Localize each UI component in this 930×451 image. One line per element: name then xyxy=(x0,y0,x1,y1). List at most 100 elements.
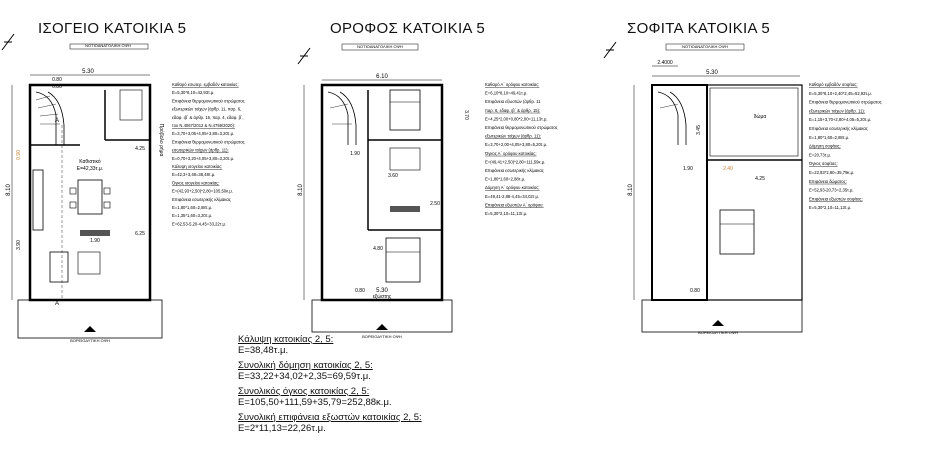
outer-wall xyxy=(28,83,152,302)
svg-text:3.70: 3.70 xyxy=(463,110,469,120)
staircase xyxy=(35,91,65,145)
note-line: Ε=1,80*1,60=2,88τ.μ. xyxy=(485,177,525,182)
note-line: Ε=3,70+2,00+4,05+3,80=5,20τ.μ. xyxy=(485,142,547,147)
balcony xyxy=(311,299,453,333)
note-line: Ε=(42,93+2,50)*2,80=105,50κ.μ. xyxy=(172,189,233,194)
svg-text:0.80: 0.80 xyxy=(52,84,62,90)
note-line: Ε=49,41-2,88-4,45=34,02τ.μ. xyxy=(485,194,539,199)
note-line: Ε=5,30*8,10+2,40*2,45=52,93τ.μ. xyxy=(809,91,872,96)
terrace xyxy=(17,299,163,339)
section-mark-bottom: A xyxy=(55,301,59,307)
summary: Κάλυψη κατοικίας 2, 5: Ε=38,48τ.μ. Συνολ… xyxy=(238,334,422,438)
dim-top: 6.10 xyxy=(376,74,388,80)
attic-plan: ΝΟΤΙΟΑΝΑΤΟΛΙΚΗ ΟΨΗ 2.4000 5.30 δώμα 3.45… xyxy=(603,41,803,335)
terrace-label: δώμα xyxy=(754,113,767,120)
note-line: Δόμηση Α΄ ορόφου κατοικίας: xyxy=(485,185,540,190)
dim-top-left: 2.4000 xyxy=(657,60,673,66)
svg-text:ΒΟΡΕΙΟΔΥΤΙΚΗ ΟΨΗ: ΒΟΡΕΙΟΔΥΤΙΚΗ ΟΨΗ xyxy=(362,334,402,339)
svg-text:4.25: 4.25 xyxy=(755,176,765,182)
attic-title: ΣΟΦΙΤΑ ΚΑΤΟΙΚΙΑ 5 xyxy=(627,20,771,37)
svg-text:ΒΟΡΕΙΟΔΥΤΙΚΗ ΟΨΗ: ΒΟΡΕΙΟΔΥΤΙΚΗ ΟΨΗ xyxy=(698,330,738,335)
note-line: Επιφάνεια θερμομονωτικού στρώματος xyxy=(172,98,245,103)
sofa xyxy=(49,251,101,283)
note-line: Ε=52,93-20,73=2,35τ.μ. xyxy=(809,188,854,193)
svg-text:ΒΟΡΕΙΟΔΥΤΙΚΗ ΟΨΗ: ΒΟΡΕΙΟΔΥΤΙΚΗ ΟΨΗ xyxy=(70,338,110,343)
svg-text:ΝΟΤΙΟΑΝΑΤΟΛΙΚΗ ΟΨΗ: ΝΟΤΙΟΑΝΑΤΟΛΙΚΗ ΟΨΗ xyxy=(357,44,403,49)
note-line: Ε=5,30*2,10=11,13τ.μ. xyxy=(485,211,527,216)
note-line: Ε=62,53-5,20-4,45=33,22τ.μ. xyxy=(172,221,226,226)
svg-text:1.90: 1.90 xyxy=(90,238,100,244)
north-view-label: ΝΟΤΙΟΑΝΑΤΟΛΙΚΗ ΟΨΗ xyxy=(85,43,131,48)
summary-balconies: Συνολική επιφάνεια εξωστών κατοικίας 2, … xyxy=(238,412,422,434)
note-line: Ε=5,30*2,10=11,13τ.μ. xyxy=(809,205,851,210)
note-line: εξωτερικών τοίχων (άρθρ. 11): xyxy=(485,134,541,139)
south-view-marker: ΒΟΡΕΙΟΔΥΤΙΚΗ ΟΨΗ xyxy=(362,324,402,339)
note-line: Καθαρό εσωτερ. εμβαδόν κατοικίας: xyxy=(172,82,239,87)
note-line: Ε=22,93*2,80=35,79κ.μ. xyxy=(809,170,854,175)
note-line: παρ. 6, εδαφ. ιβ΄ & άρθρ. 15): xyxy=(485,108,540,113)
summary-coverage: Κάλυψη κατοικίας 2, 5: Ε=38,48τ.μ. xyxy=(238,334,334,356)
north-arrow-icon xyxy=(1,33,15,51)
note-line: του Ν.4067/2012 & Ν.4759/2020): xyxy=(172,123,235,128)
bed-top xyxy=(389,89,421,131)
balcony-label: εξώστης xyxy=(373,293,392,300)
svg-text:2.40: 2.40 xyxy=(723,166,733,172)
note-line: Ε=42,3+3,48=38,48τ.μ. xyxy=(172,172,215,177)
svg-text:1.90: 1.90 xyxy=(683,166,693,172)
svg-text:3.45: 3.45 xyxy=(696,125,702,135)
dim-side: 8.10 xyxy=(298,184,304,196)
note-line: εδαφ. ιβ΄ & άρθρ. 15, παρ. 4, εδαφ. β΄, xyxy=(172,115,244,120)
dim-side: 8.10 xyxy=(6,184,12,196)
svg-text:4.25: 4.25 xyxy=(135,146,145,152)
note-line: Όγκος σοφίτας: xyxy=(808,161,838,166)
note-line: Επιφάνεια δώματος: xyxy=(809,179,847,184)
ground-floor-title: ΙΣΟΓΕΙΟ ΚΑΤΟΙΚΙΑ 5 xyxy=(38,20,187,37)
kitchen-counter xyxy=(32,169,44,231)
room-label: Καθιστικό xyxy=(79,158,101,165)
dim-side: 8.10 xyxy=(628,184,634,196)
note-line: Επιφάνεια θερμομονωτικού στρώματος xyxy=(485,125,558,130)
note-line: Ε=(49,41+2,50)*2,80=111,59κ.μ. xyxy=(485,159,545,164)
upper-floor-plan: ΝΟΤΙΟΑΝΑΤΟΛΙΚΗ ΟΨΗ 6.10 3.70 3.60 1.90 4… xyxy=(297,43,469,339)
svg-text:3.60: 3.60 xyxy=(388,173,398,179)
attic-notes: Καθαρό εμβαδόν σοφίτας:Ε=5,30*8,10+2,40*… xyxy=(808,82,882,210)
dim-bottom: 5.30 xyxy=(376,288,388,294)
side-label: Πρόβολο ρήμα xyxy=(158,124,165,157)
note-line: Επιφάνεια εσωτερικής κλίμακας xyxy=(172,197,231,202)
note-line: Ε=3,70+3,05+4,05+3,80=3,20τ.μ. xyxy=(172,131,234,136)
note-line: Κάλυψη ισογείου κατοικίας: xyxy=(172,164,222,169)
note-line: εξωτερικών τοίχων (άρθρ. 11, παρ. 6, xyxy=(172,107,241,112)
upper-floor-title: ΟΡΟΦΟΣ ΚΑΤΟΙΚΙΑ 5 xyxy=(330,20,485,37)
staircase xyxy=(327,91,357,145)
note-line: Επιφάνεια εσωτερικής κλίμακας xyxy=(809,126,868,131)
note-line: Όγκος ισογείου κατοικίας: xyxy=(171,180,219,185)
north-arrow-icon xyxy=(297,47,311,65)
dining-table xyxy=(69,179,111,215)
note-line: Επιφάνεια εξωστών Α΄ ορόφου: xyxy=(485,202,544,207)
room-area: Ε=42,33τ.μ. xyxy=(77,166,103,172)
note-line: Ε=1,80*1,60=2,88τ.μ. xyxy=(809,135,849,140)
note-line: Ε=1,15+3,70+2,80+4,05=5,20τ.μ. xyxy=(809,117,871,122)
svg-text:ΝΟΤΙΟΑΝΑΤΟΛΙΚΗ ΟΨΗ: ΝΟΤΙΟΑΝΑΤΟΛΙΚΗ ΟΨΗ xyxy=(682,44,728,49)
upper-notes: Καθαρό Α΄ ορόφου κατοικίας: Ε=6,10*8,10=4… xyxy=(484,82,558,216)
svg-text:0.90: 0.90 xyxy=(16,150,22,160)
svg-text:6.25: 6.25 xyxy=(135,231,145,237)
note-line: Δόμηση σοφίτας: xyxy=(809,144,841,149)
summary-volume: Συνολικός όγκος κατοικίας 2, 5: Ε=105,50… xyxy=(238,386,392,408)
note-line: Ε=1,80*1,60=2,88τ.μ. xyxy=(172,205,212,210)
staircase xyxy=(657,91,687,145)
note-line: Επιφάνεια θερμομονωτικού στρώματος xyxy=(172,139,245,144)
ground-notes: Καθαρό εσωτερ. εμβαδόν κατοικίας: Ε=5,30*… xyxy=(171,82,245,226)
south-view-marker: ΒΟΡΕΙΟΔΥΤΙΚΗ ΟΨΗ xyxy=(698,320,738,335)
note-line: εσωτερικών τοίχων (άρθρ. 11): xyxy=(172,148,229,153)
svg-text:3.90: 3.90 xyxy=(16,240,22,250)
note-line: Ε=5,30*8,10=42,93τ.μ. xyxy=(172,90,215,95)
note-line: εξωτερικών τοίχων (άρθρ. 11): xyxy=(809,108,865,113)
note-line: Επιφάνεια εξωστών (άρθρ. 11 xyxy=(485,99,541,104)
north-arrow-icon xyxy=(603,41,617,59)
bed-bottom xyxy=(385,237,421,283)
note-line: Επιφάνεια εξωστών σοφίτας: xyxy=(809,196,863,201)
note-line: Καθαρό Α΄ ορόφου κατοικίας: xyxy=(485,82,539,87)
section-mark-top: A xyxy=(55,118,59,124)
note-line: Ε=6,10*8,10=49,41τ.μ. xyxy=(485,91,528,96)
